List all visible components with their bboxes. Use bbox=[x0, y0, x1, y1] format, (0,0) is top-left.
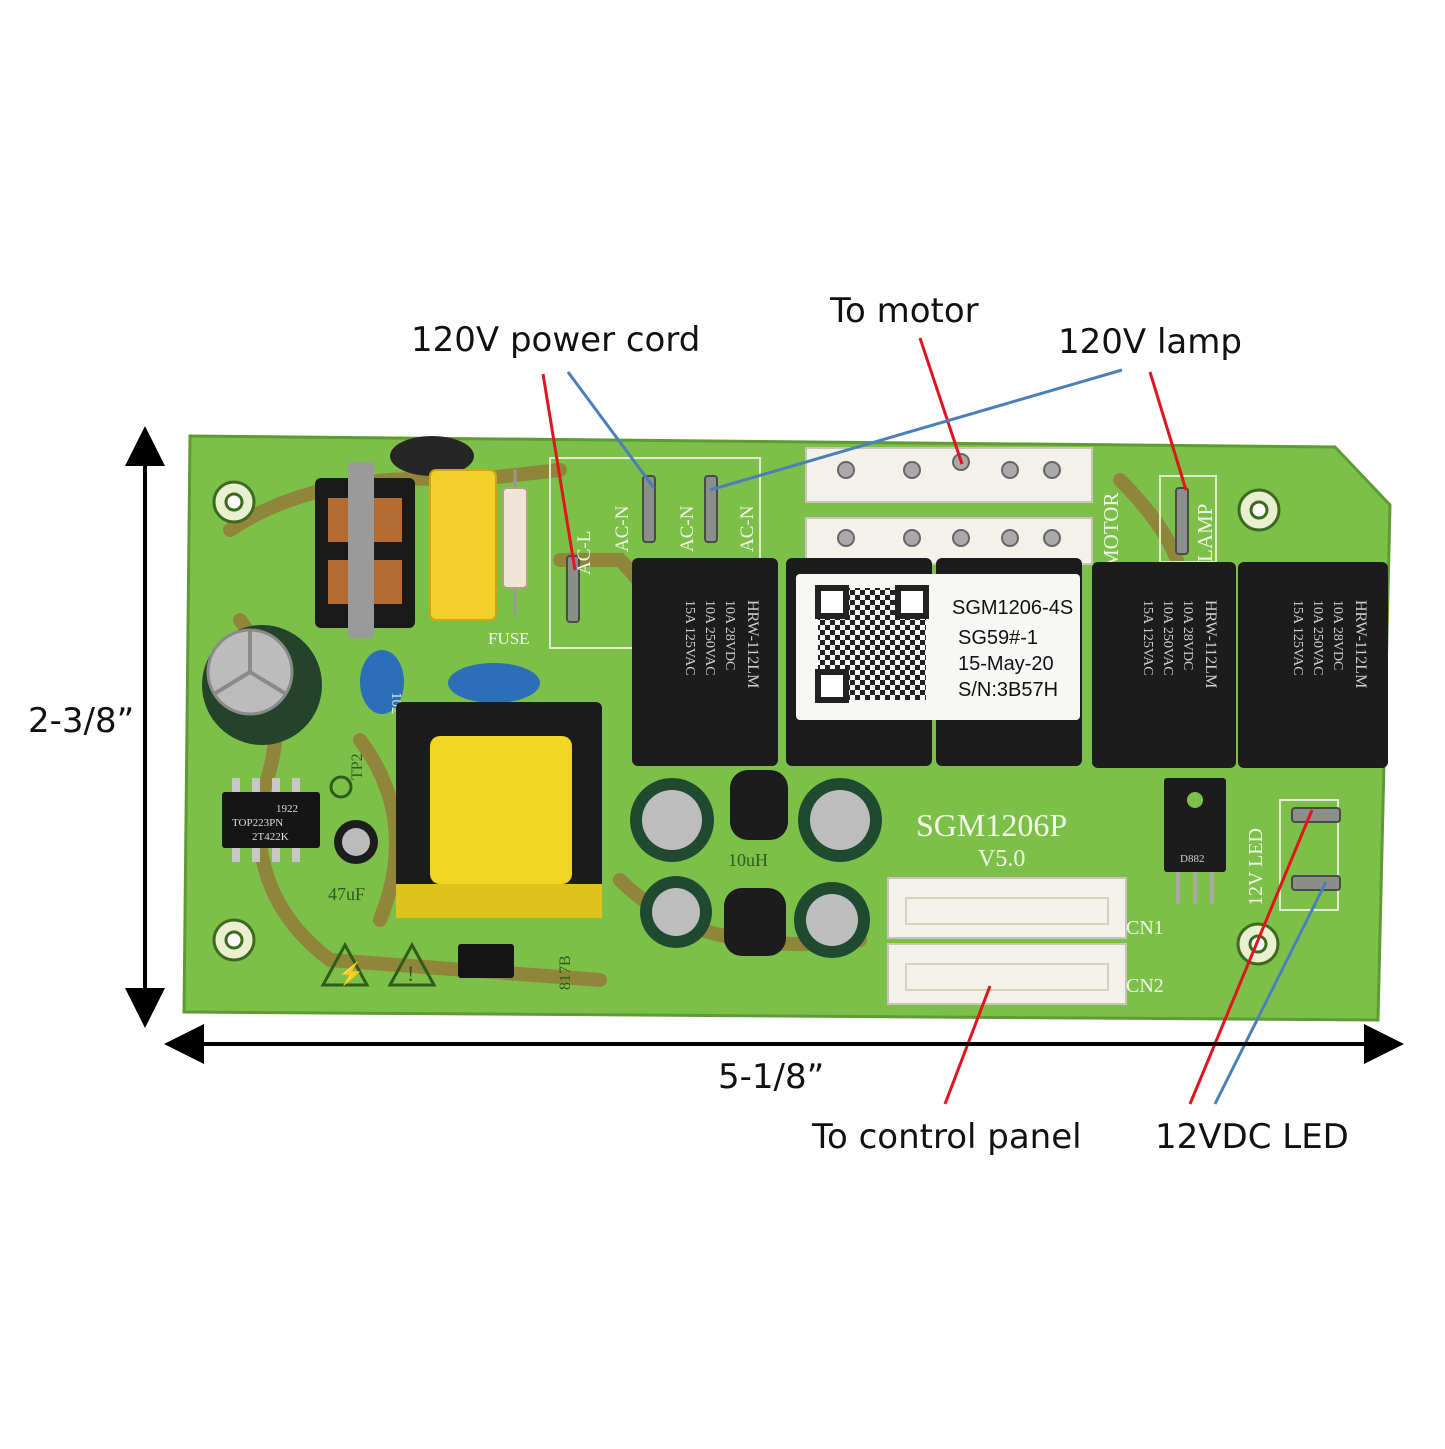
cap-top bbox=[342, 828, 370, 856]
ic-date: 1922 bbox=[276, 803, 298, 815]
relay-4-rating-1: 10A 28VDC bbox=[1180, 600, 1195, 670]
sticker-line-3: 15-May-20 bbox=[958, 653, 1054, 675]
terminal-ac-n-3: AC-N bbox=[737, 505, 758, 552]
terminal-ac-n-1: AC-N bbox=[612, 505, 633, 552]
callout-line-lamp-red bbox=[1148, 371, 1188, 491]
x-capacitor bbox=[429, 469, 497, 621]
sticker-line-1: SGM1206-4S bbox=[952, 597, 1073, 619]
relay-5-rating-3: 15A 125VAC bbox=[1290, 600, 1305, 676]
caution-warning-icon: ! bbox=[407, 961, 414, 986]
opto-label: 817B bbox=[557, 955, 574, 990]
callout-line-lamp-blue bbox=[709, 368, 1123, 492]
relay-5: HRW-112LM 10A 28VDC 10A 250VAC 15A 125VA… bbox=[1238, 562, 1388, 768]
relay-1-rating-2: 10A 250VAC bbox=[702, 600, 717, 676]
board-model: SGM1206P bbox=[916, 807, 1067, 843]
sticker-line-2: SG59#-1 bbox=[958, 627, 1038, 649]
warning-icons bbox=[320, 941, 437, 987]
y-capacitor-1 bbox=[360, 650, 404, 714]
sticker-line-4: S/N:3B57H bbox=[958, 679, 1058, 701]
tp-label: TP2 bbox=[349, 753, 366, 780]
ic-label: TOP223PN bbox=[232, 817, 283, 829]
electrolytic-cap-large bbox=[202, 625, 322, 745]
width-dimension-label: 5-1/8” bbox=[718, 1057, 825, 1097]
relay-4-rating-3: 15A 125VAC bbox=[1140, 600, 1155, 676]
transistor: D882 bbox=[1164, 778, 1226, 904]
terminal-ac-n-2: AC-N bbox=[677, 505, 698, 552]
height-dimension-label: 2-3/8” bbox=[28, 701, 135, 741]
ac-terminals: AC-L AC-N AC-N AC-N bbox=[549, 457, 761, 649]
optocoupler bbox=[458, 944, 514, 978]
ceramic-cap-black bbox=[390, 436, 474, 476]
callout-line-power-blue bbox=[566, 371, 656, 489]
relay-1-model: HRW-112LM bbox=[744, 600, 761, 688]
cap-47uf-label: 47uF bbox=[328, 884, 365, 904]
callout-line-motor bbox=[918, 337, 964, 465]
choke-inductor bbox=[315, 462, 415, 638]
inductors bbox=[724, 770, 788, 956]
output-capacitors bbox=[630, 778, 882, 958]
terminal-ac-l: AC-L bbox=[574, 531, 595, 575]
callout-control-panel: To control panel bbox=[812, 1117, 1082, 1157]
fuse: FUSE bbox=[488, 470, 530, 648]
y-capacitor-2 bbox=[448, 663, 540, 703]
motor-connector: MOTOR bbox=[805, 447, 1123, 568]
lamp-label: LAMP bbox=[1193, 504, 1217, 562]
relay-4-model: HRW-112LM bbox=[1202, 600, 1219, 688]
relay-1-rating-1: 10A 28VDC bbox=[722, 600, 737, 670]
led-terminal: 12V LED bbox=[1245, 799, 1341, 911]
ic-chip: 1922 TOP223PN 2T422K bbox=[222, 778, 320, 862]
shock-warning-icon: ⚡ bbox=[337, 961, 364, 987]
relay-5-model: HRW-112LM bbox=[1352, 600, 1369, 688]
relay-4: HRW-112LM 10A 28VDC 10A 250VAC 15A 125VA… bbox=[1092, 562, 1236, 768]
callout-motor: To motor bbox=[830, 291, 979, 331]
inductor-label: 10uH bbox=[728, 850, 768, 870]
relay-5-rating-2: 10A 250VAC bbox=[1310, 600, 1325, 676]
relay-1-rating-3: 15A 125VAC bbox=[682, 600, 697, 676]
callout-line-power-red bbox=[541, 373, 577, 571]
qr-sticker: SGM1206-4S SG59#-1 15-May-20 S/N:3B57H bbox=[796, 574, 1080, 720]
callout-line-led-blue bbox=[1213, 881, 1328, 1105]
cn1-label: CN1 bbox=[1126, 917, 1164, 939]
transformer bbox=[396, 702, 602, 918]
fuse-label: FUSE bbox=[488, 629, 530, 648]
cn-connectors: CN1 CN2 bbox=[887, 877, 1164, 1005]
led-label: 12V LED bbox=[1245, 828, 1267, 906]
callout-led: 12VDC LED bbox=[1155, 1117, 1349, 1157]
callout-lamp: 120V lamp bbox=[1058, 322, 1242, 362]
mount-holes bbox=[212, 480, 1281, 966]
relay-5-rating-1: 10A 28VDC bbox=[1330, 600, 1345, 670]
motor-label: MOTOR bbox=[1099, 493, 1123, 568]
cn2-label: CN2 bbox=[1126, 975, 1164, 997]
callout-power-cord: 120V power cord bbox=[411, 320, 701, 360]
test-point bbox=[329, 775, 353, 799]
board-version: V5.0 bbox=[978, 846, 1025, 872]
relay-1: HRW-112LM 10A 28VDC 10A 250VAC 15A 125VA… bbox=[632, 558, 778, 766]
transistor-label: D882 bbox=[1180, 853, 1204, 865]
relay-4-rating-2: 10A 250VAC bbox=[1160, 600, 1175, 676]
ic-code: 2T422K bbox=[252, 831, 289, 843]
